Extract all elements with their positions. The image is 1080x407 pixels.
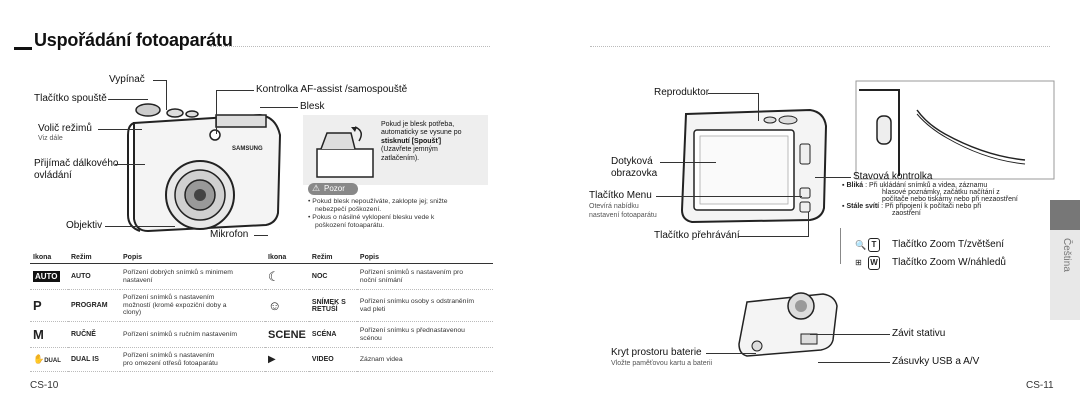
- label-viz-dale: Viz dále: [38, 135, 63, 142]
- page-number-right: CS-11: [1026, 380, 1054, 391]
- label-dotykova: Dotyková: [611, 156, 653, 167]
- flash-note-panel: Pokud je blesk potřeba, automaticky se v…: [303, 115, 488, 185]
- camera-front-illustration: SAMSUNG: [127, 103, 282, 233]
- label-menu-sub2: nastavení fotoaparátu: [589, 212, 657, 219]
- label-kryt-baterie: Kryt prostoru baterie: [611, 347, 702, 358]
- zoom-w-key: W: [868, 256, 880, 270]
- label-prijimac: Přijímač dálkového: [34, 158, 119, 169]
- status-blink-text: ▪ Bliká : Při ukládání snímků a videa, z…: [842, 182, 1018, 217]
- table-row: AUTO AUTO Pořízení dobrých snímků s mini…: [30, 263, 275, 290]
- table-row: SCENE SCÉNA Pořízení snímku s přednastav…: [265, 321, 493, 348]
- label-zavit-stativu: Závit stativu: [892, 328, 946, 339]
- dual-is-icon: DUAL: [44, 358, 61, 364]
- label-tlacitko-prehravani: Tlačítko přehrávání: [654, 230, 740, 241]
- label-objektiv: Objektiv: [66, 220, 103, 231]
- language-tab-marker: [1050, 200, 1080, 230]
- program-icon: P: [30, 289, 68, 322]
- label-kryt-sub: Vložte paměťovou kartu a baterii: [611, 360, 713, 367]
- label-kontrolka: Kontrolka AF-assist /samospouště: [256, 84, 408, 95]
- label-vypinac: Vypínač: [109, 74, 145, 85]
- label-reproduktor: Reproduktor: [654, 87, 710, 98]
- zoom-t-magnifier-icon: 🔍: [855, 240, 867, 250]
- caution-badge: ⚠ Pozor: [308, 183, 358, 195]
- scene-icon: SCENE: [265, 321, 309, 348]
- video-icon: ▶: [265, 347, 309, 372]
- label-zasuvky: Zásuvky USB a A/V: [892, 356, 980, 367]
- label-tlacitko-spouste: Tlačítko spouště: [34, 93, 107, 104]
- zoom-w-thumbnail-icon: ⊞: [855, 258, 862, 267]
- mode-table-right: Ikona Režim Popis ☾ NOC Pořízení snímků …: [265, 252, 493, 372]
- night-icon: ☾: [265, 263, 309, 290]
- beauty-shot-icon: ☺: [265, 289, 309, 322]
- label-blesk: Blesk: [300, 101, 325, 112]
- strap-detail-illustration: [855, 80, 1055, 180]
- label-stavova-kontrolka: Stavová kontrolka: [853, 171, 933, 182]
- page-number-left: CS-10: [30, 380, 59, 391]
- title-rule-right: [590, 46, 1050, 47]
- flash-popup-illustration: [316, 126, 374, 178]
- table-row: ▶ VIDEO Záznam videa: [265, 347, 493, 372]
- flash-note-text: Pokud je blesk potřeba, automaticky se v…: [381, 121, 462, 162]
- title-bar: [14, 47, 32, 50]
- label-obrazovka: obrazovka: [611, 168, 658, 179]
- label-tlacitko-menu: Tlačítko Menu: [589, 190, 652, 201]
- label-ovladani: ovládání: [34, 170, 72, 181]
- label-volic-rezimu: Volič režimů: [38, 123, 92, 134]
- table-row: ✋DUAL DUAL IS Pořízení snímků s nastaven…: [30, 347, 275, 372]
- warning-icon: ⚠: [312, 183, 321, 193]
- label-zoom-t: Tlačítko Zoom T/zvětšení: [892, 239, 1005, 250]
- auto-icon: AUTO: [33, 271, 60, 282]
- mode-table-left: Ikona Režim Popis AUTO AUTO Pořízení dob…: [30, 252, 275, 372]
- camera-bottom-illustration: [738, 292, 838, 357]
- table-row: M RUČNĚ Pořízení snímků s ručním nastave…: [30, 321, 275, 348]
- label-zoom-w: Tlačítko Zoom W/náhledů: [892, 257, 1006, 268]
- language-tab-label: Čeština: [1061, 238, 1072, 272]
- caution-text: • Pokud blesk nepoužíváte, zaklopte jej;…: [308, 198, 448, 230]
- page-title: Uspořádání fotoaparátu: [34, 30, 233, 50]
- label-menu-sub1: Otevírá nabídku: [589, 203, 639, 210]
- manual-icon: M: [30, 321, 68, 348]
- label-mikrofon: Mikrofon: [210, 229, 249, 240]
- zoom-t-key: T: [868, 238, 880, 252]
- svg-text:SAMSUNG: SAMSUNG: [232, 146, 263, 152]
- title-rule: [210, 46, 490, 47]
- camera-back-illustration: [680, 108, 828, 224]
